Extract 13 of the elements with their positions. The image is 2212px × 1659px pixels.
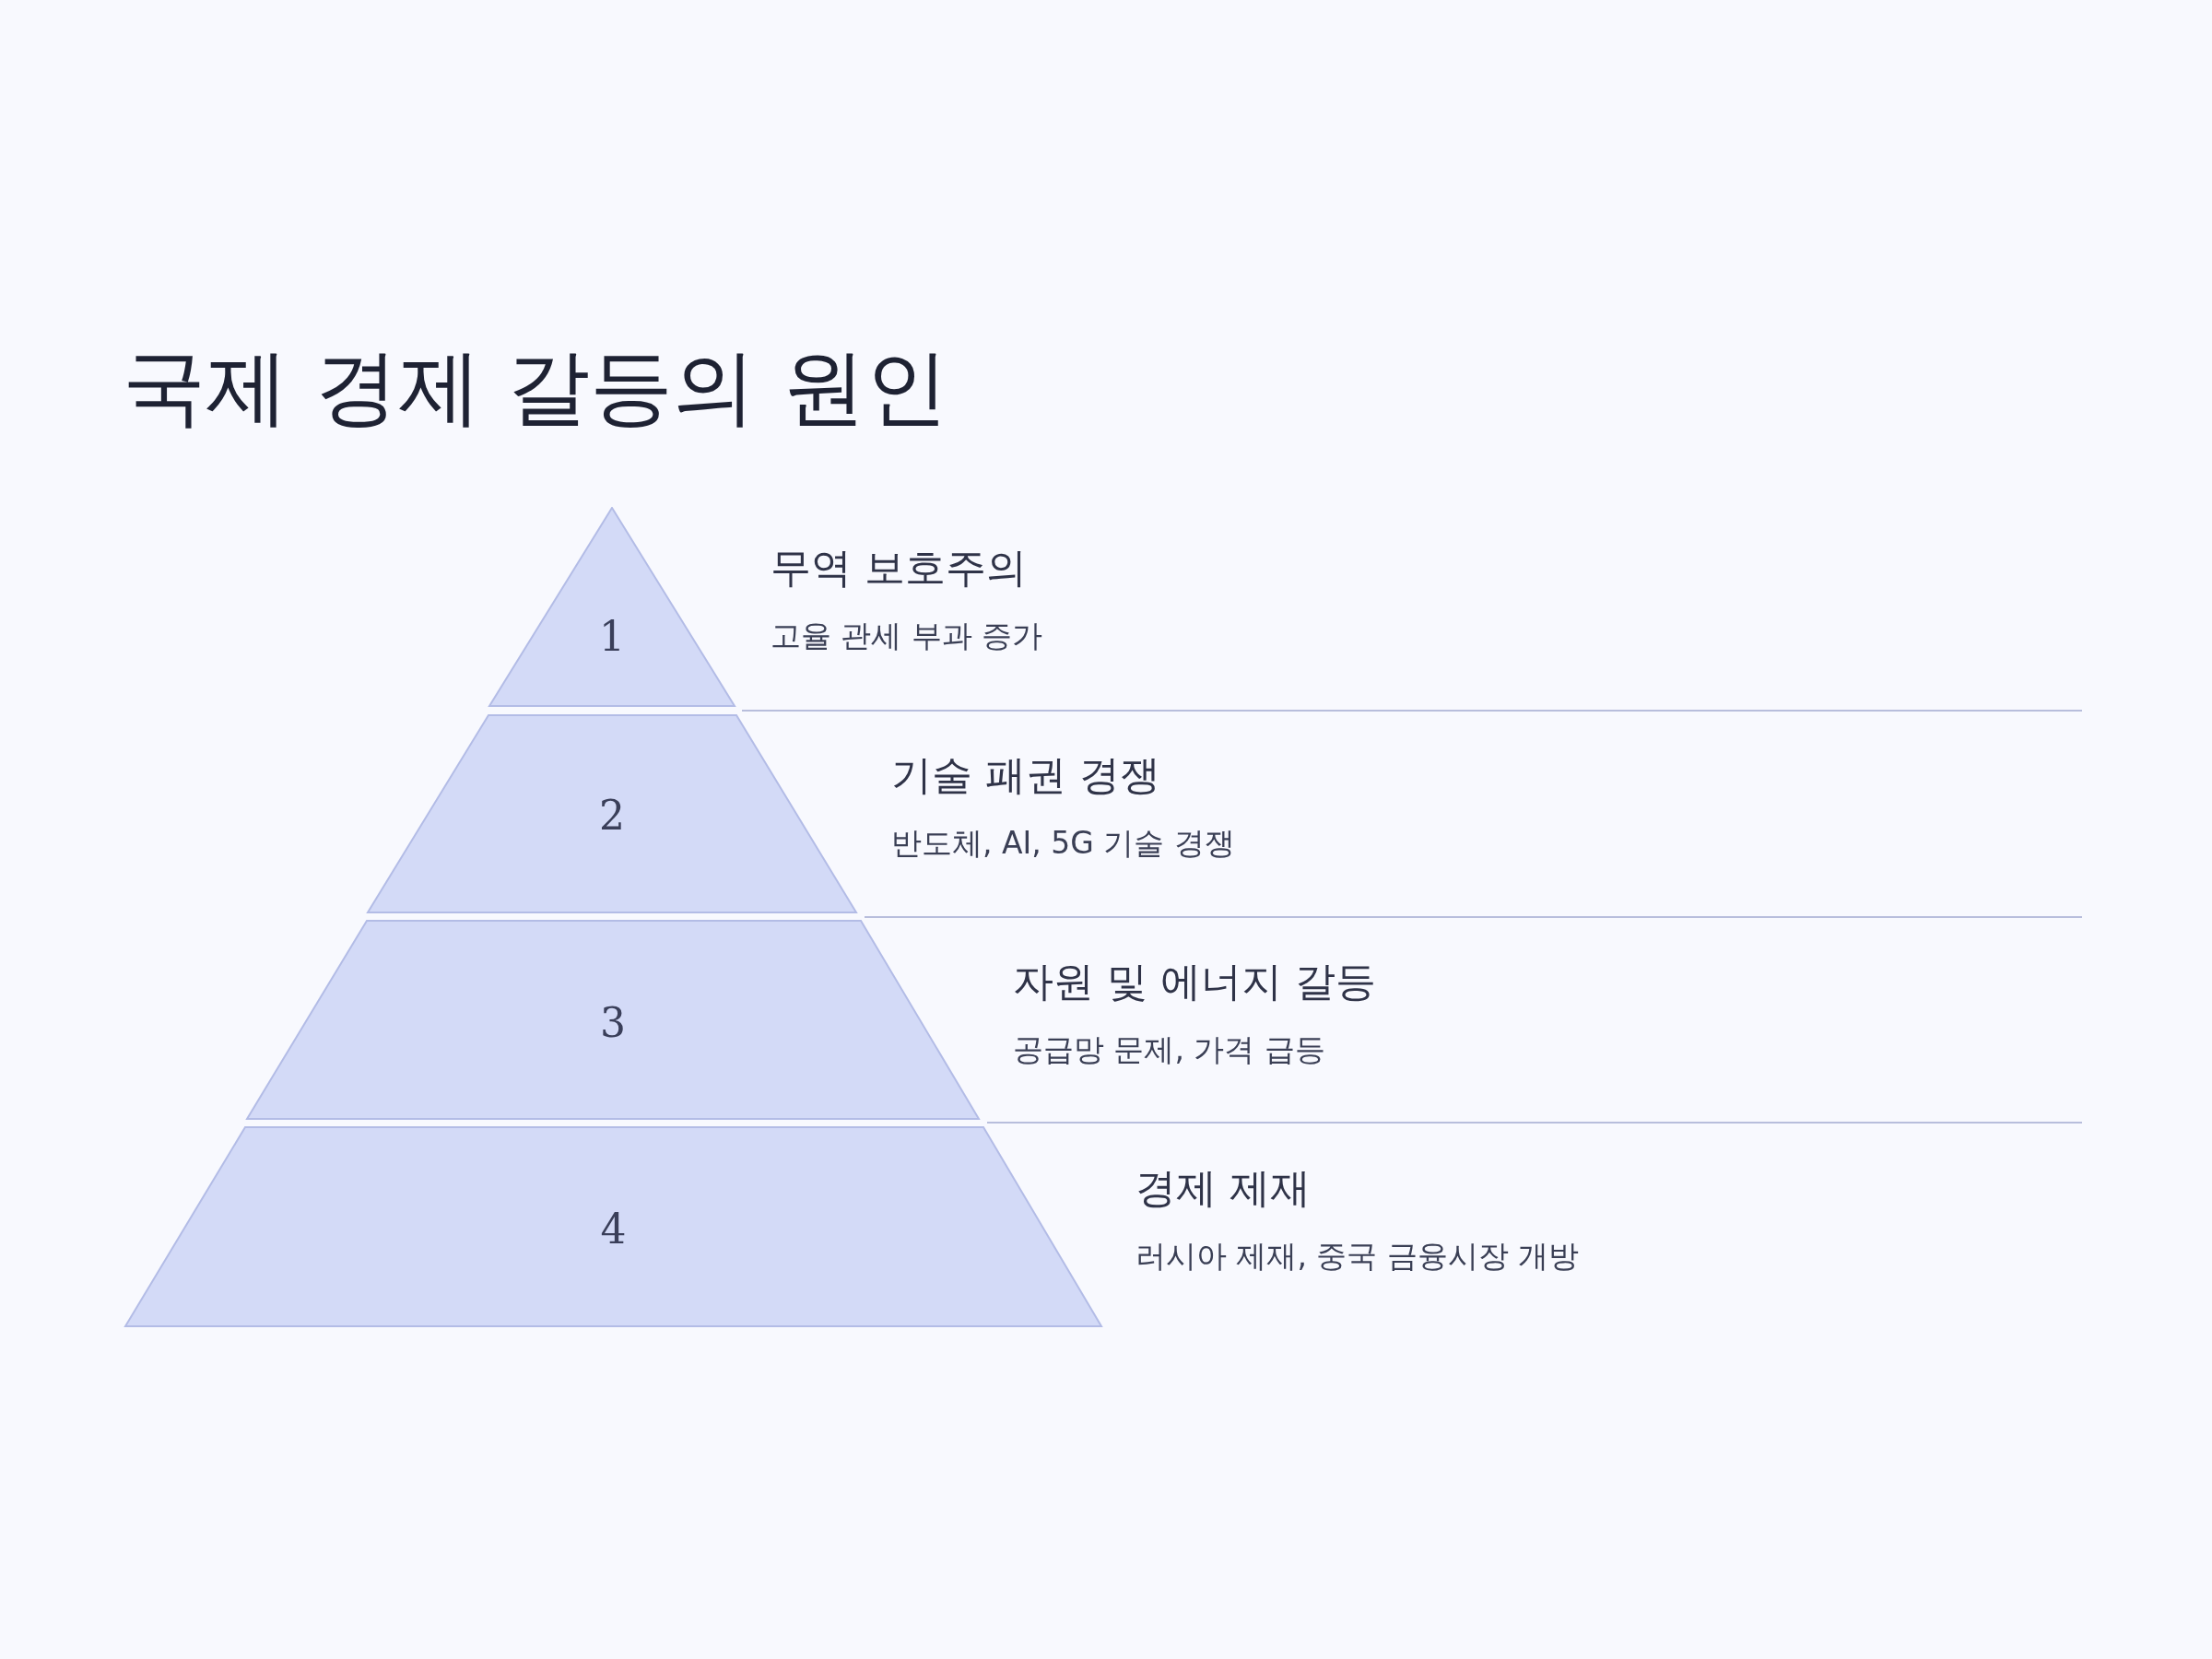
title: 국제 경제 갈등의 원인 bbox=[123, 341, 948, 432]
heading-text: 기술 패권 경쟁 bbox=[891, 753, 1160, 798]
description-text: 공급망 문제, 가격 급등 bbox=[1013, 1033, 1325, 1067]
description-text: 반도체, AI, 5G 기술 경쟁 bbox=[891, 827, 1235, 861]
layer-number: 2 bbox=[599, 795, 625, 836]
layer-number: 4 bbox=[600, 1209, 627, 1250]
layer-number: 1 bbox=[599, 617, 625, 657]
layer-number: 3 bbox=[600, 1003, 626, 1043]
heading-text: 경제 제재 bbox=[1135, 1166, 1311, 1211]
heading-text: 무역 보호주의 bbox=[771, 546, 1027, 591]
description-text: 러시아 제재, 중국 금융시장 개방 bbox=[1135, 1240, 1580, 1274]
heading-text: 자원 및 에너지 갈등 bbox=[1013, 959, 1376, 1005]
description-text: 고율 관세 부과 증가 bbox=[771, 619, 1043, 653]
